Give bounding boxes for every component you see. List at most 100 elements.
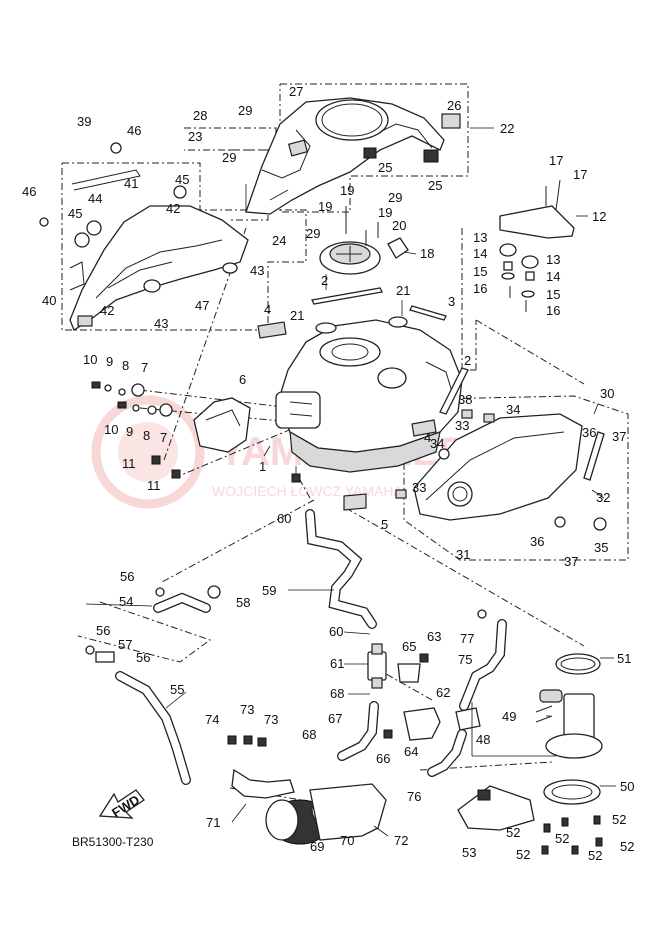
part-label: 15 <box>546 287 560 302</box>
part-label: 77 <box>460 631 474 646</box>
part-label: 24 <box>272 233 286 248</box>
part-label: 30 <box>600 386 614 401</box>
part-label: 48 <box>476 732 490 747</box>
part-label: 55 <box>170 682 184 697</box>
part-label: 31 <box>456 547 470 562</box>
part-label: 13 <box>473 230 487 245</box>
fuel-tank <box>275 319 463 483</box>
part-label: 7 <box>141 360 148 375</box>
part-label: 43 <box>250 263 264 278</box>
canister-assembly <box>227 735 387 845</box>
part-label: 10 <box>104 422 118 437</box>
part-label: 9 <box>106 354 113 369</box>
left-side-cover <box>39 142 249 331</box>
part-label: 2 <box>464 353 471 368</box>
part-label: 1 <box>259 459 266 474</box>
part-label: 33 <box>412 480 426 495</box>
part-label: 29 <box>238 103 252 118</box>
part-label: 8 <box>122 358 129 373</box>
part-label: 71 <box>206 815 220 830</box>
part-label: 10 <box>83 352 97 367</box>
part-label: 17 <box>549 153 563 168</box>
part-label: 52 <box>506 825 520 840</box>
part-label: 16 <box>546 303 560 318</box>
part-label: 37 <box>564 554 578 569</box>
part-label: 21 <box>396 283 410 298</box>
part-label: 49 <box>502 709 516 724</box>
part-label: 52 <box>555 831 569 846</box>
part-label: 70 <box>340 833 354 848</box>
part-label: 52 <box>612 812 626 827</box>
part-label: 44 <box>88 191 102 206</box>
part-label: 63 <box>427 629 441 644</box>
part-label: 42 <box>166 201 180 216</box>
part-label: 60 <box>277 511 291 526</box>
hoses <box>115 509 507 785</box>
part-label: 46 <box>127 123 141 138</box>
forward-arrow-icon: FWD <box>98 789 145 820</box>
part-label: 73 <box>264 712 278 727</box>
part-label: 52 <box>516 847 530 862</box>
part-label: 27 <box>289 84 303 99</box>
part-label: 29 <box>222 150 236 165</box>
part-label: 65 <box>402 639 416 654</box>
part-label: 19 <box>340 183 354 198</box>
part-label: 38 <box>458 392 472 407</box>
watermark-subtitle: WOJCIECH ŁOWCZ YAMAHA <box>212 483 403 499</box>
part-number-labels: 1 2 2 3 4 4 5 6 7 7 8 8 9 9 10 10 11 11 … <box>22 84 634 863</box>
part-label: 57 <box>118 637 132 652</box>
part-label: 54 <box>119 594 133 609</box>
part-label: 35 <box>594 540 608 555</box>
part-label: 72 <box>394 833 408 848</box>
part-label: 12 <box>592 209 606 224</box>
part-label: 32 <box>596 490 610 505</box>
tank-bottom-cover <box>395 409 607 531</box>
part-label: 28 <box>193 108 207 123</box>
part-label: 39 <box>77 114 91 129</box>
part-label: 68 <box>302 727 316 742</box>
part-label: 17 <box>573 167 587 182</box>
part-label: 2 <box>321 273 328 288</box>
part-label: 5 <box>381 517 388 532</box>
fuel-pump-assembly <box>457 653 603 855</box>
part-label: 58 <box>236 595 250 610</box>
part-label: 59 <box>262 583 276 598</box>
part-label: 6 <box>239 372 246 387</box>
part-label: 42 <box>100 303 114 318</box>
part-label: 16 <box>473 281 487 296</box>
fuel-filter-area <box>85 585 487 741</box>
part-label: 26 <box>447 98 461 113</box>
diagram-code: BR51300-T230 <box>72 835 154 849</box>
side-bracket <box>91 381 251 479</box>
part-label: 61 <box>330 656 344 671</box>
group-boxes <box>61 83 629 663</box>
leader-lines <box>85 127 616 837</box>
part-label: 19 <box>378 205 392 220</box>
part-label: 45 <box>175 172 189 187</box>
part-label: 56 <box>120 569 134 584</box>
part-label: 14 <box>546 269 560 284</box>
part-label: 52 <box>620 839 634 854</box>
part-label: 34 <box>430 436 444 451</box>
tank-strips <box>257 287 469 511</box>
part-label: 68 <box>330 686 344 701</box>
part-label: 45 <box>68 206 82 221</box>
part-label: 56 <box>96 623 110 638</box>
part-label: 13 <box>546 252 560 267</box>
part-label: 51 <box>617 651 631 666</box>
rear-bracket <box>499 179 575 312</box>
part-label: 40 <box>42 293 56 308</box>
part-label: 60 <box>329 624 343 639</box>
fuel-cap <box>319 206 409 275</box>
part-label: 76 <box>407 789 421 804</box>
part-label: 19 <box>318 199 332 214</box>
part-label: 64 <box>404 744 418 759</box>
part-label: 73 <box>240 702 254 717</box>
part-label: 37 <box>612 429 626 444</box>
part-label: 8 <box>143 428 150 443</box>
part-label: 21 <box>290 308 304 323</box>
part-label: 11 <box>147 478 161 493</box>
part-label: 25 <box>378 160 392 175</box>
part-label: 62 <box>436 685 450 700</box>
